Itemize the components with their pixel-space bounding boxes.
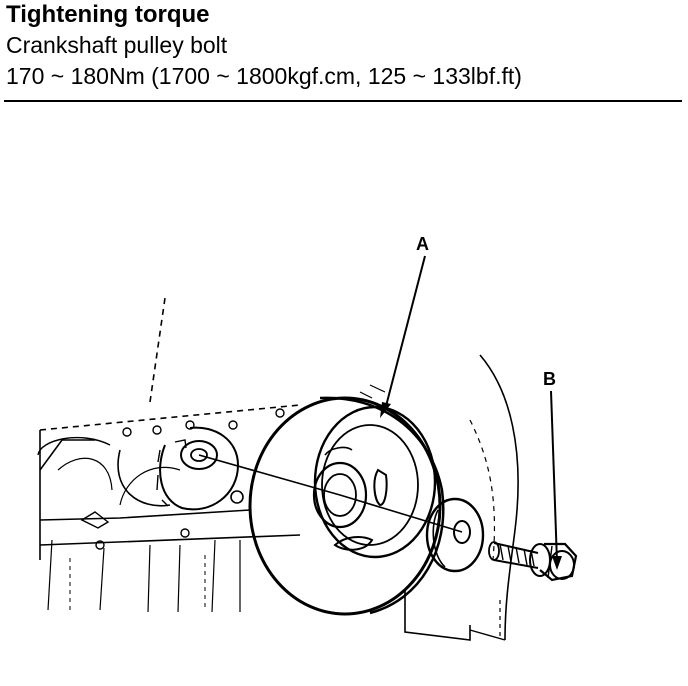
side-housing — [359, 354, 519, 641]
crankshaft-sprocket — [156, 426, 240, 511]
header-divider — [4, 100, 682, 102]
part-name: Crankshaft pulley bolt — [6, 32, 228, 58]
pulley-washer — [425, 497, 485, 573]
callout-b: B — [543, 369, 562, 570]
callout-a-label: A — [416, 234, 429, 254]
crankshaft-pulley — [248, 396, 445, 616]
engine-block — [37, 297, 301, 613]
callout-a: A — [380, 234, 429, 418]
alignment-axis-line — [198, 454, 463, 533]
torque-header: Tightening torque Crankshaft pulley bolt… — [6, 0, 682, 92]
pulley-bolt — [488, 541, 578, 582]
callout-b-label: B — [543, 369, 556, 389]
torque-title: Tightening torque — [6, 1, 210, 28]
torque-spec: 170 ~ 180Nm (1700 ~ 1800kgf.cm, 125 ~ 13… — [6, 63, 522, 89]
